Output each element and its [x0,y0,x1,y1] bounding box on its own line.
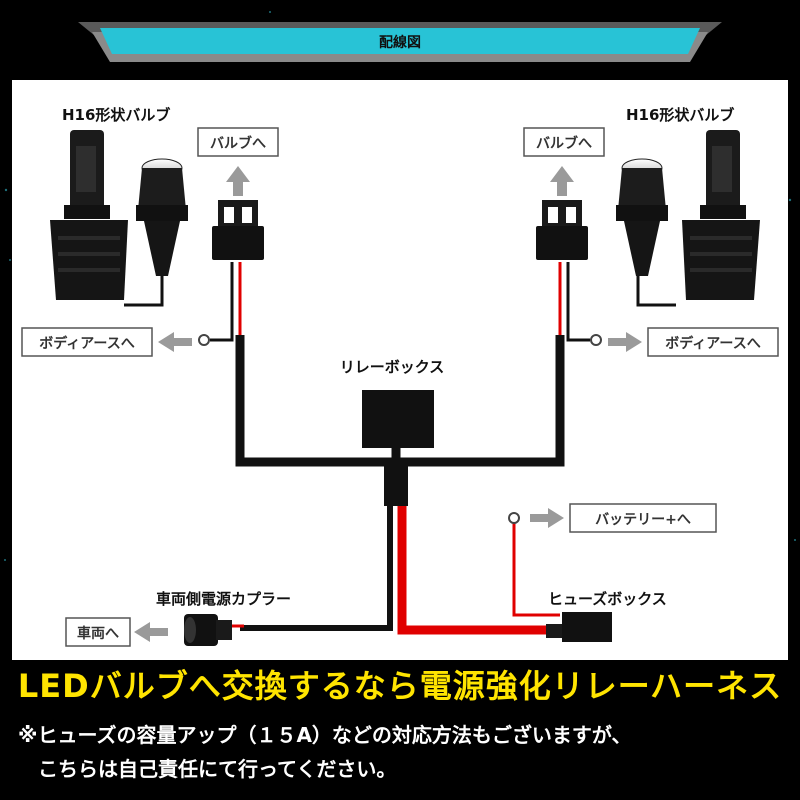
to-vehicle-text: 車両へ [77,625,119,642]
body-earth-right-text: ボディアースへ [665,335,760,352]
earth-terminal-right [590,334,602,346]
footer-headline: LEDバルブへ交換するなら電源強化リレーハーネス [17,667,783,705]
header-title: 配線図 [379,34,421,51]
body-earth-left-text: ボディアースへ [39,335,134,352]
arrow-up-left-icon [226,166,250,196]
earth-terminal-left [198,334,210,346]
fuse-box-label: ヒューズボックス [548,590,667,608]
footer-note-line2: こちらは自己責任にて行ってください。 [38,757,397,781]
coupler-icon [184,614,244,646]
bulb-right-label: H16形状バルブ [626,106,734,124]
arrow-left-vehicle-icon [134,622,168,642]
coupler-label: 車両側電源カプラー [156,590,291,608]
bulb-left-label: H16形状バルブ [62,106,170,124]
to-bulb-left-text: バルブへ [210,135,266,152]
connector-right-icon [536,200,588,260]
arrow-right-earth-icon [608,332,642,352]
body-earth-left-tag: ボディアースへ [21,327,153,357]
battery-terminal [508,512,520,524]
arrow-left-earth-icon [158,332,192,352]
battery-text: バッテリー+へ [595,512,691,528]
footer-note-line1: ※ヒューズの容量アップ（１５A）などの対応方法もございますが、 [18,723,632,747]
battery-tag: バッテリー+へ [569,503,717,533]
to-bulb-left-tag: バルブへ [197,127,279,157]
to-vehicle-tag: 車両へ [65,617,131,647]
halogen-bulb-left-icon [136,158,188,276]
to-bulb-right-text: バルブへ [536,135,592,152]
arrow-up-right-icon [550,166,574,196]
halogen-bulb-right-icon [616,158,668,276]
to-bulb-right-tag: バルブへ [523,127,605,157]
fuse-box-icon [546,612,612,642]
relay-junction-icon [384,462,408,506]
led-bulb-right-icon [682,130,760,300]
relay-box-label: リレーボックス [340,358,445,376]
background-dots [4,11,796,561]
led-bulb-left-icon [50,130,128,300]
body-earth-right-tag: ボディアースへ [647,327,779,357]
header-banner: 配線図 [78,22,722,62]
connector-left-icon [212,200,264,260]
relay-box-icon [362,390,434,448]
arrow-right-battery-icon [530,508,564,528]
